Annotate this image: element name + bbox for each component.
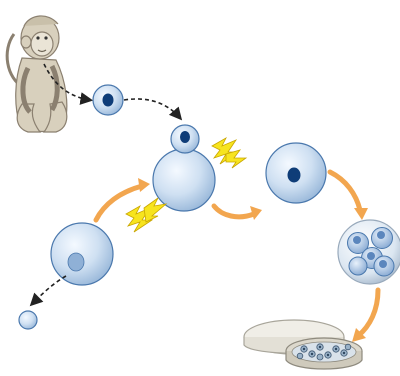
process-arrows [96,172,378,336]
egg-cell [51,223,113,285]
transfer-arrow [124,99,180,118]
petri-dish-icon [244,320,362,369]
reconstructed-egg [266,143,326,203]
transfer-arrow [32,276,66,304]
donor-cell [93,85,123,115]
lightning-spark-icon [212,138,246,168]
lightning-spark-icon [126,198,166,232]
monkey-icon [7,16,67,132]
fused-cells [153,125,215,211]
removed-nucleus [19,311,37,329]
early-embryo [338,220,400,284]
